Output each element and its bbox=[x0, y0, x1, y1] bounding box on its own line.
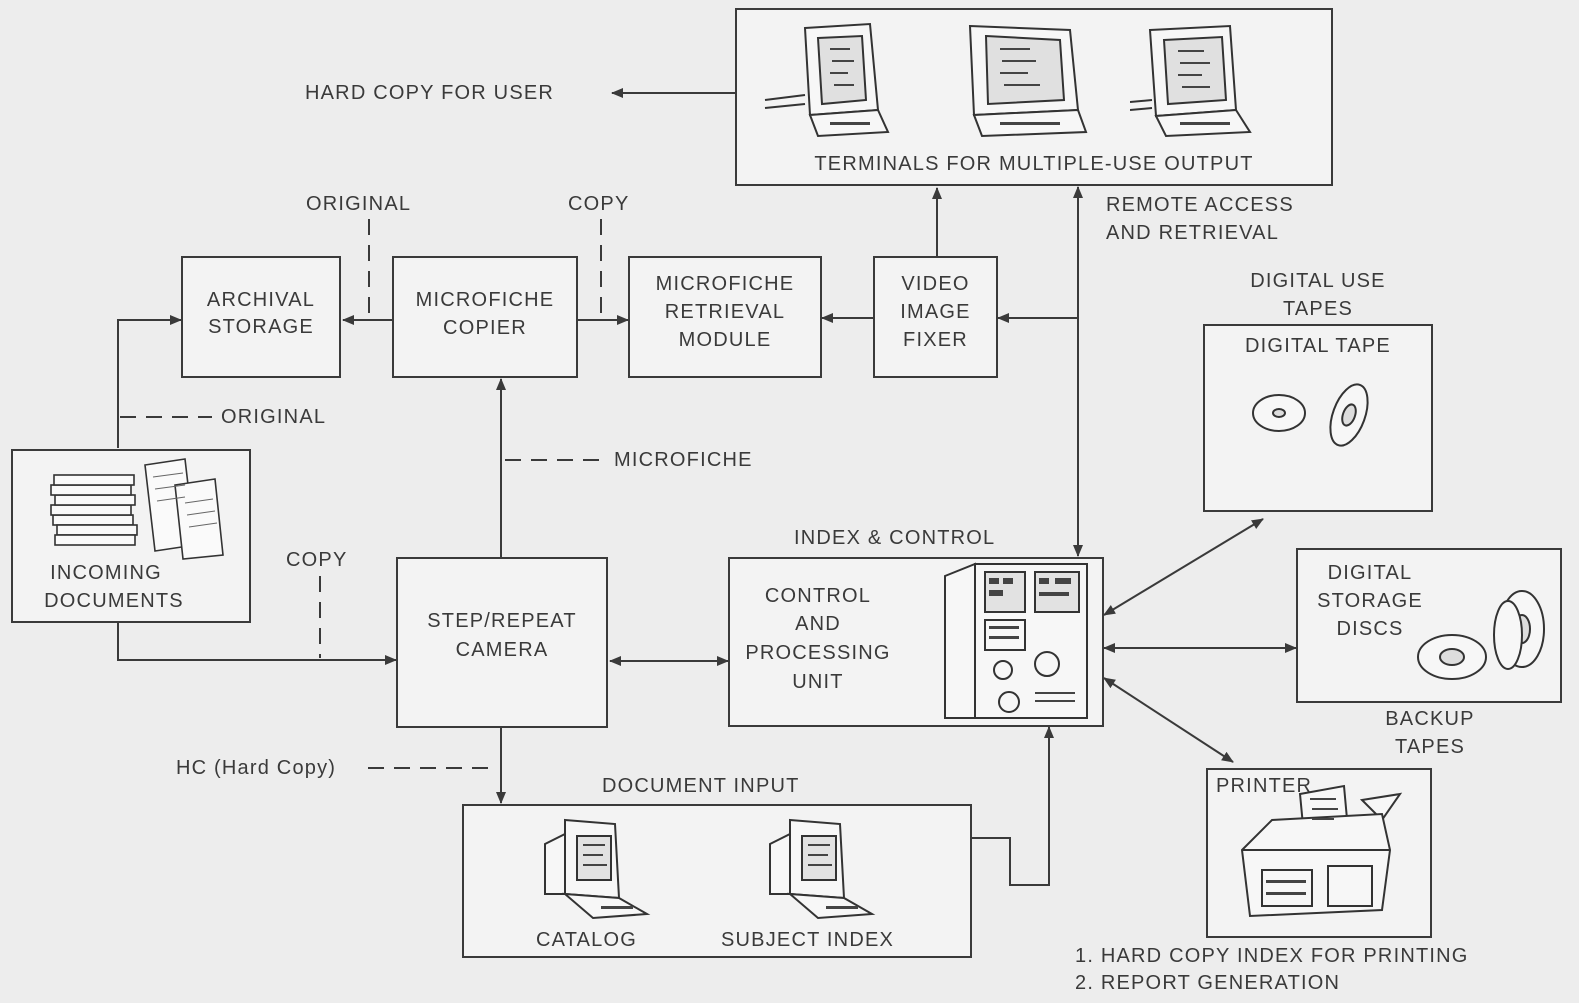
note-1-label: 1. HARD COPY INDEX FOR PRINTING bbox=[1075, 942, 1469, 970]
cpu-label-2: AND bbox=[738, 610, 898, 638]
printer-icon bbox=[1232, 780, 1412, 930]
document-input-label: DOCUMENT INPUT bbox=[602, 772, 800, 800]
archival-label-1: ARCHIVAL bbox=[181, 286, 341, 314]
document-stack-icon bbox=[45, 455, 235, 560]
incoming-label-1: INCOMING bbox=[11, 559, 201, 587]
backup-label-1: BACKUP bbox=[1360, 705, 1500, 733]
catalog-label: CATALOG bbox=[536, 926, 637, 954]
copy-left-label: COPY bbox=[286, 546, 347, 574]
tape-reel-icon bbox=[1245, 375, 1385, 455]
microfiche-retrieval-label-3: MODULE bbox=[628, 326, 822, 354]
incoming-to-camera-arrow bbox=[118, 623, 396, 660]
control-panel-icon bbox=[943, 562, 1093, 722]
video-label-2: IMAGE bbox=[873, 298, 998, 326]
microfiche-retrieval-label-1: MICROFICHE bbox=[628, 270, 822, 298]
incoming-to-archival-arrow bbox=[118, 320, 181, 448]
archival-label-2: STORAGE bbox=[181, 313, 341, 341]
incoming-label-2: DOCUMENTS bbox=[11, 587, 217, 615]
microfiche-copier-label-1: MICROFICHE bbox=[392, 286, 578, 314]
cpu-label-1: CONTROL bbox=[738, 582, 898, 610]
copy-top-label: COPY bbox=[568, 190, 629, 218]
cpu-label-3: PROCESSING bbox=[738, 639, 898, 667]
subject-index-label: SUBJECT INDEX bbox=[721, 926, 894, 954]
remote-access-label-2: AND RETRIEVAL bbox=[1106, 219, 1279, 247]
backup-label-2: TAPES bbox=[1360, 733, 1500, 761]
step-repeat-label-2: CAMERA bbox=[396, 636, 608, 664]
video-label-1: VIDEO bbox=[873, 270, 998, 298]
cpu-label-4: UNIT bbox=[738, 668, 898, 696]
remote-access-label-1: REMOTE ACCESS bbox=[1106, 191, 1294, 219]
terminal-icon bbox=[1130, 20, 1290, 140]
hc-label: HC (Hard Copy) bbox=[176, 754, 336, 782]
original-top-label: ORIGINAL bbox=[306, 190, 411, 218]
workstation-icon bbox=[535, 814, 665, 924]
input-to-cpu-arrow bbox=[972, 727, 1049, 885]
step-repeat-label-1: STEP/REPEAT bbox=[396, 607, 608, 635]
disc-icon bbox=[1410, 585, 1560, 695]
terminal-icon bbox=[760, 20, 920, 140]
microfiche-label: MICROFICHE bbox=[614, 446, 753, 474]
workstation-icon bbox=[760, 814, 890, 924]
digital-use-tapes-label-1: DIGITAL USE bbox=[1203, 267, 1433, 295]
microfiche-copier-label-2: COPIER bbox=[392, 314, 578, 342]
digital-use-tapes-label-2: TAPES bbox=[1203, 295, 1433, 323]
cpu-digital-tape-arrow bbox=[1104, 519, 1263, 615]
cpu-printer-arrow bbox=[1104, 678, 1233, 762]
note-2-label: 2. REPORT GENERATION bbox=[1075, 969, 1340, 997]
original-left-label: ORIGINAL bbox=[221, 403, 326, 431]
microfiche-retrieval-label-2: RETRIEVAL bbox=[628, 298, 822, 326]
storage-label-1: DIGITAL bbox=[1302, 559, 1438, 587]
terminal-icon bbox=[940, 20, 1100, 140]
hard-copy-user-label: HARD COPY FOR USER bbox=[305, 79, 554, 107]
video-label-3: FIXER bbox=[873, 326, 998, 354]
digital-tape-label: DIGITAL TAPE bbox=[1203, 332, 1433, 360]
index-control-label: INDEX & CONTROL bbox=[794, 524, 995, 552]
terminals-label: TERMINALS FOR MULTIPLE-USE OUTPUT bbox=[735, 150, 1333, 178]
